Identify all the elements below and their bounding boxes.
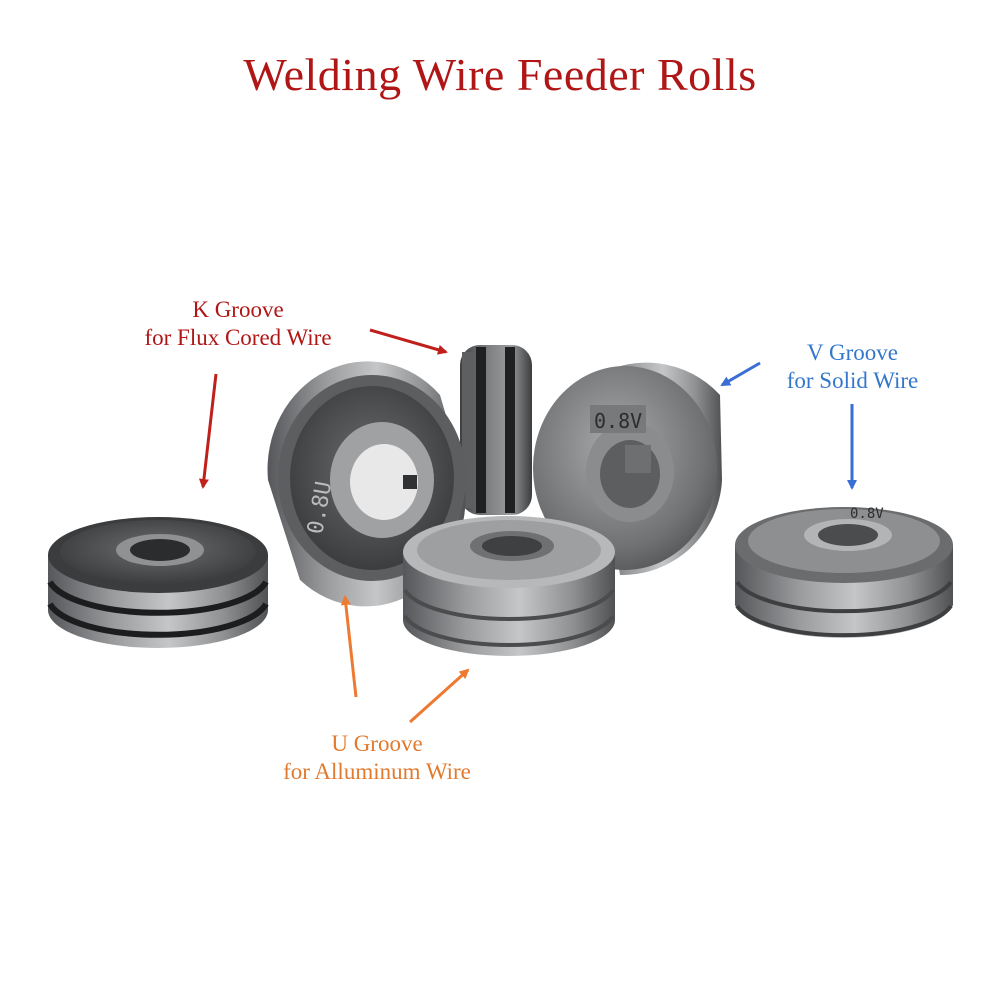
k-groove-arrows — [198, 328, 448, 489]
k-groove-title: K Groove — [192, 297, 284, 322]
k-groove-desc: for Flux Cored Wire — [144, 325, 332, 350]
v-groove-arrows — [720, 361, 857, 490]
v-roll-marking: 0.8V — [594, 409, 642, 433]
u-arrow-right — [408, 668, 470, 724]
v-roll-right: 0.8V — [735, 506, 953, 638]
v-roll-small-marking: 0.8V — [850, 506, 884, 522]
k-groove-label: K Groove for Flux Cored Wire — [118, 296, 358, 352]
k-arrow-left — [198, 373, 218, 489]
v-roll-back: 0.8V — [533, 362, 722, 576]
k-roll-center — [460, 345, 532, 515]
u-groove-arrows — [340, 595, 470, 724]
v-groove-label: V Groove for Solid Wire — [760, 339, 945, 395]
u-arrow-left — [340, 595, 358, 698]
k-roll-left — [47, 517, 269, 648]
v-arrow-left — [720, 361, 761, 387]
page-title: Welding Wire Feeder Rolls — [243, 49, 757, 100]
v-groove-title: V Groove — [807, 340, 898, 365]
v-groove-desc: for Solid Wire — [786, 368, 919, 393]
u-groove-title: U Groove — [331, 731, 423, 756]
k-arrow-right — [369, 328, 448, 355]
u-groove-label: U Groove for Alluminum Wire — [248, 730, 506, 786]
u-roll-front — [403, 516, 615, 656]
u-groove-desc: for Alluminum Wire — [283, 759, 471, 784]
u-roll-back: 0.8U — [267, 361, 466, 607]
